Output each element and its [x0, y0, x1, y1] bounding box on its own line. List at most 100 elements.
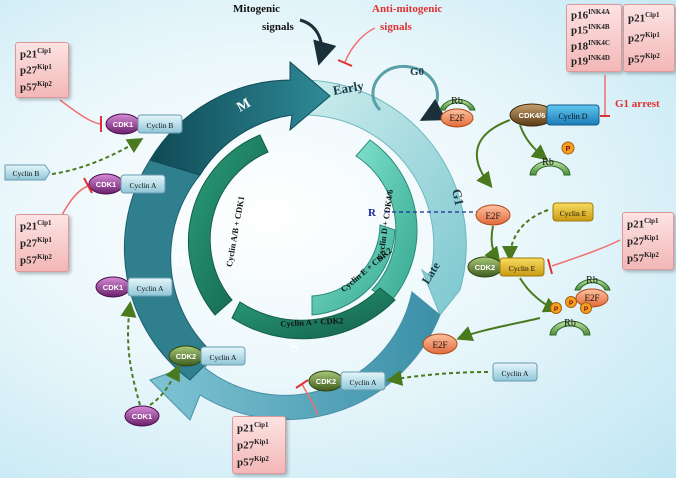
cdk2-cyclin-e-complex: CDK2 Cyclin E [467, 256, 545, 278]
inhibitor-box-right: p21Cip1 p27Kip1 p57Kip2 [622, 212, 674, 270]
rb-phos-2-p3: P [584, 306, 589, 313]
p21-row: p21Cip1 [237, 420, 269, 435]
inhibitor-box-ink: p16INK4A p15INK4B p18INK4C p19INK4D [566, 4, 622, 72]
cyclin-b-free-label: Cyclin B [13, 169, 40, 178]
g0-loop [371, 64, 447, 121]
p21-row: p21Cip1 [627, 216, 659, 231]
p27-row: p27Kip1 [20, 236, 52, 250]
rb-phos-1-label: Rb [542, 157, 554, 168]
cdk2-cyclin-a-left: CDK2 Cyclin A [168, 345, 246, 367]
inhibit-right-cyce [551, 239, 621, 267]
inner-arc-cyclin-ab [187, 134, 269, 316]
phase-g0: G0 [410, 66, 425, 78]
rb-phos-1-p: P [566, 146, 571, 153]
cdk1-free: CDK1 [124, 405, 160, 427]
cdk46-to-rb-arrow [519, 124, 549, 161]
p27-row: p27Kip1 [628, 31, 660, 45]
cyclin-b-complex-label: Cyclin B [147, 121, 174, 130]
rb-top-label: Rb [451, 96, 463, 107]
inhibitor-box-topleft: p21Cip1 p27Kip1 p57Kip2 [15, 42, 69, 98]
cyclin-a-free-right-label: Cyclin A [502, 369, 529, 378]
p27-row: p27Kip1 [627, 234, 659, 248]
complex-label-cyclin-ab: Cyclin A/B + CDK1 [224, 195, 246, 267]
inhibit-bottom [301, 383, 319, 416]
cdk2-a-bottom-label: CDK2 [316, 377, 336, 386]
cdk1-cyclin-a-upper: CDK1 Cyclin A [88, 173, 166, 195]
inhibitor-box-topright: p21Cip1 p27Kip1 p57Kip2 [623, 4, 675, 72]
cyclin-e-to-complex-arrow [502, 209, 549, 262]
mitogenic-signals-label: signals [262, 21, 295, 33]
cyclin-d-label: Cyclin D [558, 112, 587, 121]
e2f-free-1-label: E2F [485, 211, 500, 221]
rb-phos-2-label: Rb [564, 318, 576, 329]
inhibit-bottom-bar [295, 379, 309, 389]
p27-row: p27Kip1 [237, 438, 269, 452]
mitogenic-arrow [299, 18, 337, 66]
cdk1-cyclin-b-complex: CDK1 Cyclin B [105, 113, 183, 135]
e2f-lower-label: E2F [584, 293, 599, 303]
cdk1-free-to-cdk1a-arrow [120, 301, 141, 406]
phase-g2: G2 [172, 250, 188, 268]
p16-row: p16INK4A [571, 7, 610, 22]
cdk1-to-cdk2a-arrow [149, 364, 180, 406]
p15-row: p15INK4B [571, 23, 610, 38]
inhibitor-box-bottom: p21Cip1 p27Kip1 p57Kip2 [232, 416, 286, 474]
inner-arc-cyclin-e [311, 224, 396, 316]
rb-phos-2-p2: P [569, 300, 574, 307]
e2f-free-2-label: E2F [432, 340, 447, 350]
cyclin-e-free: Cyclin E [552, 202, 594, 222]
inhibit-midleft [61, 185, 89, 216]
m-arc [149, 60, 331, 176]
cyclin-a-upper-label: Cyclin A [130, 181, 157, 190]
e2f-free-2: E2F [422, 333, 458, 355]
p57-row: p57Kip2 [628, 51, 660, 66]
restriction-point-label: R [368, 207, 377, 219]
cyclin-a-left-label: Cyclin A [210, 353, 237, 362]
cyclin-a-bottom-label: Cyclin A [350, 378, 377, 387]
inhibit-midleft-bar [83, 177, 93, 194]
inhibit-topleft [59, 99, 101, 125]
mitogenic-label: Mitogenic [233, 3, 280, 15]
phase-g1: G1 [449, 188, 467, 207]
rb-e2f-top: Rb E2F [439, 96, 476, 128]
cyclin-b-free: Cyclin B [4, 164, 51, 181]
rb-phos-2-p1: P [554, 306, 559, 313]
p21-row: p21Cip1 [628, 10, 660, 25]
cdk46-label: CDK4/6 [519, 111, 546, 120]
e2f-top-label: E2F [449, 113, 464, 123]
cyclin-e-complex-label: Cyclin E [509, 264, 536, 273]
rb-lower-label: Rb [586, 275, 598, 286]
p27-row: p27Kip1 [20, 63, 52, 77]
cdk2-e-label: CDK2 [475, 263, 495, 272]
p18-row: p18INK4C [571, 38, 610, 53]
inner-complex-arcs [187, 134, 418, 340]
p21-row: p21Cip1 [20, 46, 52, 61]
p21-row: p21Cip1 [20, 218, 52, 233]
p57-row: p57Kip2 [237, 455, 269, 470]
cyclin-e-free-label: Cyclin E [560, 209, 587, 218]
phase-s: S [290, 339, 300, 355]
p19-row: p19INK4D [571, 54, 610, 69]
cdk1-cyclin-a-midleft: CDK1 Cyclin A [95, 276, 173, 298]
rb-phos-2: Rb P P P [549, 296, 592, 336]
inhibit-right-cyce-bar [547, 258, 553, 275]
cdk1-a-upper-label: CDK1 [96, 180, 116, 189]
cyclin-a-mid-label: Cyclin A [137, 284, 164, 293]
e2f-to-cyclin-e-arrow [484, 225, 501, 264]
cyclin-a-free-right: Cyclin A [492, 362, 538, 382]
cdk2-a-left-label: CDK2 [176, 352, 196, 361]
g1-arrest-label: G1 arrest [615, 98, 660, 110]
cdk46-cyclin-d-complex: CDK4/6 Cyclin D [509, 103, 600, 127]
cdk1-a-mid-label: CDK1 [103, 283, 123, 292]
p57-row: p57Kip2 [627, 251, 659, 266]
anti-mitogenic-label: Anti-mitogenic [372, 3, 442, 15]
inner-arc-cyclin-a [231, 287, 396, 340]
rb-phos-1: Rb P [529, 141, 575, 176]
cdk2-cyclin-a-bottom: CDK2 Cyclin A [308, 370, 386, 392]
anti-mitogenic-inhibit [344, 27, 376, 63]
p57-row: p57Kip2 [20, 79, 52, 94]
cyclin-b-to-cdk1b-arrow [51, 137, 144, 175]
g1-arc [299, 79, 467, 316]
